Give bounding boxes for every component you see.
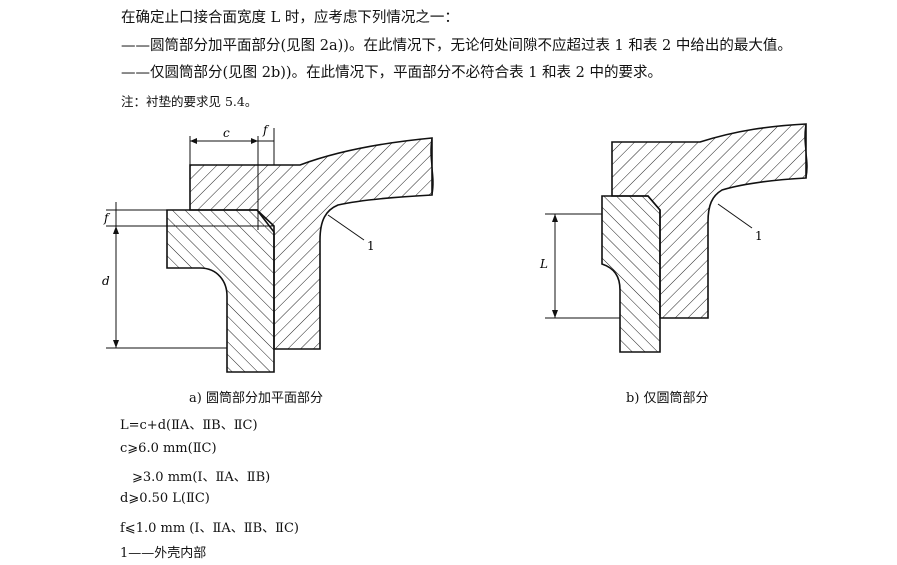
formula-f: f⩽1.0 mm (Ⅰ、ⅡA、ⅡB、ⅡC) [120,521,299,536]
figure-b-spigot [601,195,661,353]
label-d: d [102,274,110,288]
intro-line-2: ——圆筒部分加平面部分(见图 2a))。在此情况下，无论何处间隙不应超过表 1 … [121,38,792,54]
formula-L: L=c+d(ⅡA、ⅡB、ⅡC) [120,418,258,433]
formula-c-2: ⩾3.0 mm(Ⅰ、ⅡA、ⅡB) [132,470,271,485]
label-f-side: f [103,211,111,225]
label-L: L [539,257,548,271]
note-line: 注：衬垫的要求见 5.4。 [121,94,258,109]
intro-line-1: 在确定止口接合面宽度 L 时，应考虑下列情况之一： [121,10,459,26]
formula-c-1: c⩾6.0 mm(ⅡC) [120,441,217,456]
label-c: c [223,126,230,140]
figure-a-housing [189,137,433,350]
figure-a-caption: a) 圆筒部分加平面部分 [189,391,323,406]
figure-a-spigot [166,209,275,373]
legend-1: 1——外壳内部 [120,546,207,561]
figure-b-drawing [545,123,808,353]
figure-a-drawing [106,128,434,373]
intro-line-3: ——仅圆筒部分(见图 2b))。在此情况下，平面部分不必符合表 1 和表 2 中… [121,65,662,81]
label-f-top: f [262,123,270,137]
label-1-a: 1 [367,239,375,253]
figure-b-caption: b) 仅圆筒部分 [626,391,709,406]
label-1-b: 1 [755,229,763,243]
formula-d: d⩾0.50 L(ⅡC) [120,491,210,506]
